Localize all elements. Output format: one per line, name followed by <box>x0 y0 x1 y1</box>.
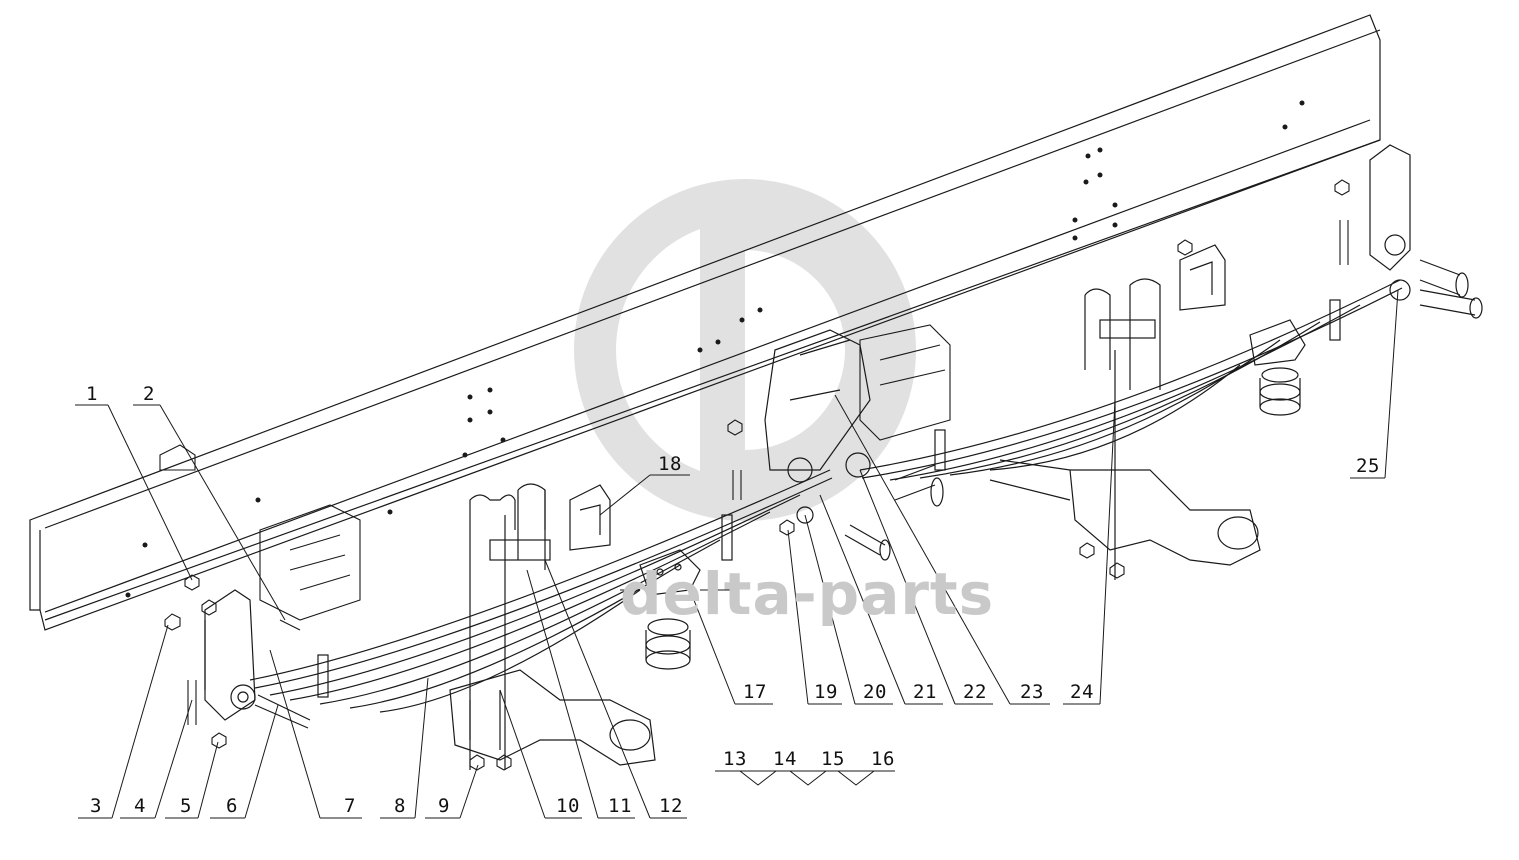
callout-5: 5 <box>180 795 192 817</box>
callout-15: 15 <box>821 748 845 770</box>
front-hanger-bracket <box>204 589 256 721</box>
leader-lines <box>75 289 1399 819</box>
callout-21: 21 <box>913 681 937 703</box>
watermark-text: delta-parts <box>620 560 995 628</box>
callout-10: 10 <box>556 795 580 817</box>
stop-bracket-left <box>569 484 611 551</box>
callout-12: 12 <box>659 795 683 817</box>
callout-24: 24 <box>1070 681 1094 703</box>
callout-7: 7 <box>344 795 356 817</box>
bump-stop-bracket-left <box>639 549 701 596</box>
u-bolts-left <box>469 483 551 770</box>
shafts <box>254 259 1483 729</box>
frame-rail <box>29 14 1381 631</box>
callout-16: 16 <box>871 748 895 770</box>
rear-hanger-bracket <box>1369 144 1411 301</box>
leaf-spring-left <box>249 469 833 713</box>
callout-2: 2 <box>143 383 155 405</box>
bump-stop-left <box>645 618 691 670</box>
callout-19: 19 <box>814 681 838 703</box>
balancer-bracket <box>764 329 871 524</box>
callout-18: 18 <box>658 453 682 475</box>
callout-20: 20 <box>863 681 887 703</box>
callout-1: 1 <box>86 383 98 405</box>
leaf-spring-right <box>859 279 1403 481</box>
spring-clamps <box>317 299 1341 698</box>
bump-stop-bracket-right <box>1249 319 1306 366</box>
callout-8: 8 <box>394 795 406 817</box>
callout-23: 23 <box>1020 681 1044 703</box>
cross-member-left <box>159 444 361 621</box>
callout-6: 6 <box>226 795 238 817</box>
callout-14: 14 <box>773 748 797 770</box>
cross-member-middle <box>859 324 951 441</box>
axle-seat-right <box>989 459 1261 566</box>
callout-22: 22 <box>963 681 987 703</box>
stop-bracket-right <box>1179 244 1226 311</box>
callout-25: 25 <box>1356 455 1380 477</box>
callout-13: 13 <box>723 748 747 770</box>
callout-9: 9 <box>438 795 450 817</box>
fasteners <box>164 179 1350 771</box>
bump-stop-right <box>1259 367 1301 416</box>
axle-seat-left <box>449 669 656 766</box>
callout-4: 4 <box>134 795 146 817</box>
rail-holes <box>125 100 1305 598</box>
callout-17: 17 <box>743 681 767 703</box>
callout-11: 11 <box>608 795 632 817</box>
u-bolts-right <box>1084 278 1161 580</box>
callout-3: 3 <box>90 795 102 817</box>
watermark-logo <box>574 179 916 521</box>
